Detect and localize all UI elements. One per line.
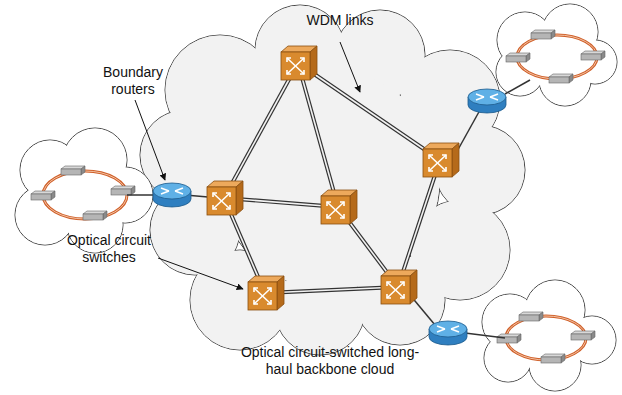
switch-label: Optical circuit switches [60,232,158,266]
cloud-caption: Optical circuit-switched long-haul backb… [230,344,430,378]
link-label: WDM links [290,12,390,29]
router-label: Boundary routers [96,64,170,98]
